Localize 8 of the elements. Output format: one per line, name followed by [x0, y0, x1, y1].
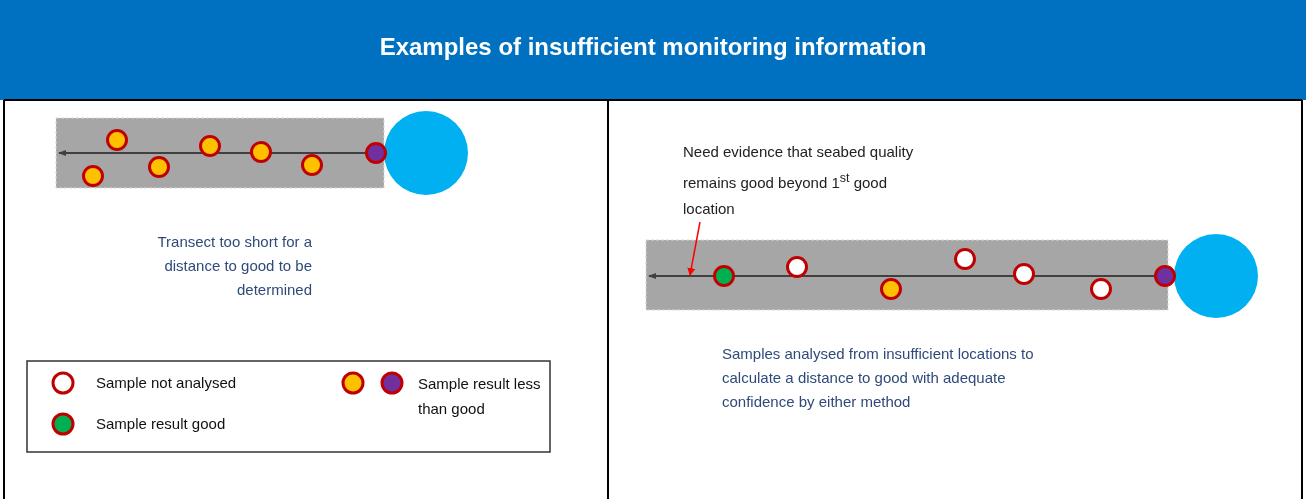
title: Examples of insufficient monitoring information [378, 33, 928, 61]
note-text: Samples analysed from insufficient locations to calculate a distance to good with adequate confidence by either method [722, 344, 1035, 412]
legend-label: Sample result less than good [418, 374, 542, 419]
transect-drawing [645, 234, 1258, 318]
legend-label: Sample not analysed [96, 373, 237, 393]
callout-text: Need evidence that seabed quality remains good beyond 1$^{st}$ good location [683, 139, 918, 222]
legend-label: Sample result good [96, 414, 226, 434]
note-text: Transect too short for a distance to good to be determined [156, 232, 312, 300]
